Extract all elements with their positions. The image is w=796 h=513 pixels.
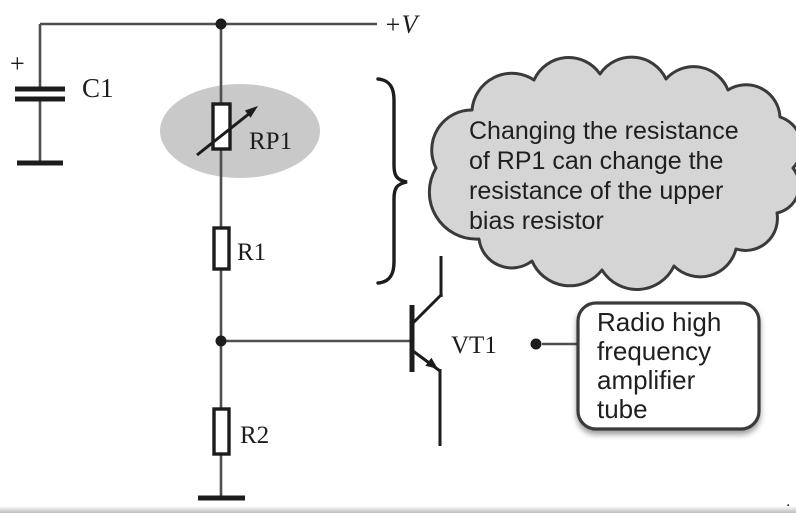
- page-edge-artifact: [0, 506, 796, 513]
- r1-body: [212, 226, 231, 271]
- c1-label: C1: [82, 73, 114, 103]
- note-box-callout: Radio high frequency amplifier tube: [530, 301, 761, 431]
- note-box-line-1: Radio high: [597, 307, 721, 337]
- c1-polarity-sign: +: [10, 49, 25, 78]
- capacitor-c1: + C1: [10, 49, 114, 166]
- cloud-text-line-4: bias resistor: [469, 207, 604, 235]
- cloud-callout: Changing the resistance of RP1 can chang…: [427, 55, 796, 292]
- junction-dot-base: [215, 335, 227, 347]
- power-rail-label: +V: [384, 10, 421, 39]
- cloud-text-line-1: Changing the resistance: [469, 117, 739, 145]
- vt1-label: VT1: [451, 332, 497, 359]
- vt1-emitter-arrowhead-icon: [425, 357, 438, 369]
- rp1-arrow-shaft: [196, 111, 251, 157]
- stray-period-mark: .: [786, 493, 790, 510]
- rp1-body: [211, 102, 232, 151]
- rp1-label: RP1: [249, 128, 292, 155]
- cloud-text-line-3: resistance of the upper: [469, 177, 723, 205]
- transistor-vt1: VT1: [409, 256, 497, 446]
- grouping-brace: [376, 77, 408, 285]
- callout-pointer-dot: [530, 338, 542, 350]
- note-box-line-3: amplifier: [597, 365, 696, 395]
- potentiometer-rp1: RP1: [196, 102, 292, 157]
- r2-label: R2: [240, 422, 269, 449]
- note-box-shape: [576, 301, 761, 431]
- r1-label: R1: [237, 239, 266, 266]
- resistor-r1: R1: [212, 226, 266, 271]
- junction-dot-top: [215, 18, 227, 30]
- cloud-shape: [427, 55, 796, 292]
- resistor-r2: R2: [198, 407, 269, 501]
- r2-body: [212, 407, 231, 456]
- rp1-highlight-ellipse: [160, 84, 320, 178]
- note-box-line-2: frequency: [597, 336, 711, 366]
- note-box-line-4: tube: [597, 394, 648, 424]
- cloud-text-line-2: of RP1 can change the: [469, 147, 723, 175]
- vt1-collector-diagonal: [411, 292, 444, 325]
- rp1-arrowhead-icon: [244, 106, 258, 118]
